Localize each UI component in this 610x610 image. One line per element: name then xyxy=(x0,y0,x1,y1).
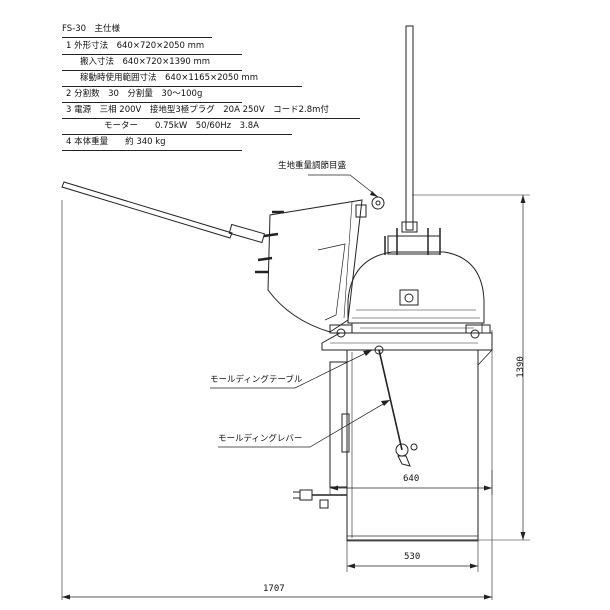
shoulder-bevel-right xyxy=(477,349,493,367)
side-screw-right xyxy=(470,329,480,339)
spec-rule xyxy=(62,134,292,135)
dome-head xyxy=(347,251,485,324)
power-plug xyxy=(299,489,313,501)
cutting-plate xyxy=(351,322,483,334)
spec-line-3: 3 電源 三相 200V 接地型3極プラグ 20A 250V コード2.8m付 xyxy=(66,105,329,115)
spec-rule xyxy=(62,150,242,151)
spec-rule xyxy=(62,118,360,119)
dim-530-label: 530 xyxy=(404,552,421,562)
lid-inner xyxy=(317,243,346,321)
callout-molding-lever: モールディングレバー xyxy=(218,434,303,444)
spec-line-1: 1 外形寸法 640×720×2050 mm xyxy=(66,41,205,51)
molding-lever-pin xyxy=(410,443,418,451)
leader-molding-lever xyxy=(218,399,391,448)
leader-molding-table-arrow xyxy=(363,350,372,356)
spec-line-2: 2 分割数 30 分割量 30～100g xyxy=(66,89,203,99)
molding-lever-rod xyxy=(378,349,403,451)
spec-line-1b: 搬入寸法 640×720×1390 mm xyxy=(80,57,211,67)
dim-640-label: 640 xyxy=(403,474,420,484)
base-plinth xyxy=(346,535,479,542)
dome-knob xyxy=(404,293,414,303)
dim-530-arrow-left xyxy=(347,563,355,569)
molding-lever-latch xyxy=(397,455,411,467)
cord-strain-relief xyxy=(319,499,329,509)
lid-peg-3 xyxy=(257,256,273,262)
dim-530-arrow-right xyxy=(470,563,478,569)
lid-shell xyxy=(267,199,363,333)
cabinet-shoulder xyxy=(321,332,493,351)
spec-line-1c: 稼動時使用範囲寸法 640×1165×2050 mm xyxy=(80,73,258,83)
leader-weight-adjust xyxy=(308,174,379,198)
leader-molding-lever-arrow xyxy=(381,400,390,406)
dim-640-arrow-left xyxy=(330,485,338,491)
dim-1707-arrow-right xyxy=(484,594,492,600)
lid-clamp xyxy=(355,204,367,218)
spec-model: FS-30 主仕様 xyxy=(62,24,121,34)
lid-peg-2 xyxy=(263,232,279,238)
spec-rule xyxy=(62,102,242,103)
dim-height-arrow-top xyxy=(520,195,526,203)
weight-adjust-dial-hub xyxy=(375,200,381,206)
head-top-block xyxy=(387,235,441,255)
spec-rule xyxy=(62,54,242,55)
callout-weight-adjust: 生地重量調節目盛 xyxy=(278,161,347,171)
lid-handle-bar xyxy=(61,181,233,239)
lid-handle-sleeve xyxy=(228,223,266,244)
cabinet-side-panel xyxy=(329,361,348,488)
spec-rule xyxy=(62,70,242,71)
lever-pivot xyxy=(374,345,384,355)
lid-rim xyxy=(343,201,353,319)
cabinet-side-bracket xyxy=(341,413,350,453)
callout-molding-table: モールディングテーブル xyxy=(210,375,303,385)
side-screw-left xyxy=(336,328,346,338)
leader-weight-adjust-arrow xyxy=(370,191,378,197)
spec-rule xyxy=(62,86,302,87)
dim-height-arrow-bottom xyxy=(520,532,526,540)
dome-knob-mount xyxy=(399,289,419,306)
dim-1707-label: 1707 xyxy=(263,584,285,594)
top-handle-collar xyxy=(401,221,418,233)
spec-rule xyxy=(62,37,212,38)
weight-adjust-dial xyxy=(371,196,385,210)
dim-height-label: 1390 xyxy=(515,356,526,378)
spec-line-4: 4 本体重量 約 340 kg xyxy=(66,137,166,147)
dim-1707-arrow-left xyxy=(62,594,70,600)
leader-molding-table xyxy=(210,349,373,389)
top-handle xyxy=(405,25,414,231)
dim-640-arrow-right xyxy=(484,485,492,491)
spec-line-3b: モーター 0.75kW 50/60Hz 3.8A xyxy=(104,121,259,131)
